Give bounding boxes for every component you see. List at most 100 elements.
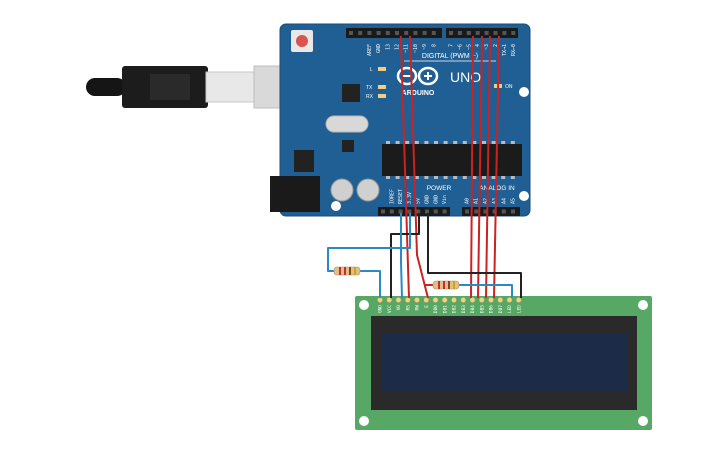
wire-e[interactable] [409, 35, 429, 299]
pin-socket[interactable] [367, 31, 372, 35]
pin-socket[interactable] [381, 209, 385, 214]
lcd-pin-pad[interactable] [451, 297, 457, 303]
wire-db6[interactable] [485, 35, 491, 299]
pin-socket[interactable] [492, 209, 497, 214]
lcd-pin-pad[interactable] [404, 297, 411, 303]
pin-socket[interactable] [457, 31, 462, 35]
resistor-body [432, 280, 460, 290]
power-jack[interactable] [270, 176, 320, 212]
power-header [378, 207, 450, 216]
lcd-pin-pad[interactable] [478, 297, 485, 303]
resistor-2[interactable] [432, 280, 460, 290]
analog-pin-label: A4 [501, 198, 507, 204]
wire-gnd-2[interactable] [427, 213, 522, 298]
chip-pin [424, 176, 429, 179]
digital-pin-label: 4 [475, 44, 481, 47]
chip-pin [510, 176, 515, 179]
lcd-pin-pad[interactable] [441, 297, 448, 303]
digital-pin-label: RX←0 [511, 44, 517, 56]
wire-gnd[interactable] [390, 213, 420, 298]
lcd-pin-pad[interactable] [469, 297, 476, 303]
wire-rs[interactable] [399, 35, 410, 299]
chip-pin [434, 176, 438, 179]
pin-socket[interactable] [358, 31, 363, 35]
lcd-pin-pad[interactable] [414, 297, 420, 303]
pin-socket[interactable] [398, 209, 403, 214]
pin-socket[interactable] [422, 31, 427, 35]
wires[interactable] [327, 35, 522, 299]
lcd-pin-pad[interactable] [432, 297, 439, 303]
pin-socket[interactable] [404, 31, 409, 35]
lcd-pin-pad[interactable] [488, 297, 494, 303]
lcd-pin-pad[interactable] [395, 297, 402, 303]
chip-pin [405, 141, 410, 144]
pin-socket[interactable] [389, 209, 394, 214]
pin-socket[interactable] [511, 209, 515, 214]
lcd-pin-pad[interactable] [515, 297, 522, 303]
resistor-1[interactable] [333, 266, 361, 276]
lcd-pin-pad[interactable] [423, 297, 430, 303]
wire-vcc[interactable] [327, 213, 411, 272]
pin-socket[interactable] [484, 31, 489, 35]
pin-socket[interactable] [395, 31, 399, 35]
pin-socket[interactable] [413, 31, 418, 35]
lcd-pin-label: DB4 [470, 305, 476, 313]
pin-socket[interactable] [449, 31, 453, 35]
usb-cable[interactable] [86, 65, 293, 109]
lcd-pin-label: E [424, 305, 430, 308]
pin-socket[interactable] [416, 209, 421, 214]
wire-v0[interactable] [360, 270, 381, 298]
lcd-pin-label: LED [516, 305, 522, 313]
pin-socket[interactable] [433, 209, 438, 214]
led-tx-icon [378, 85, 386, 89]
chip-pin [462, 141, 467, 144]
chip-pin [482, 176, 486, 179]
pin-socket[interactable] [442, 209, 447, 214]
pin-socket[interactable] [407, 209, 412, 214]
chip-pin [472, 176, 477, 179]
wire-db4[interactable] [470, 35, 474, 299]
lcd-mounting-hole [638, 300, 648, 310]
pin-socket[interactable] [349, 31, 353, 35]
chip-pin [462, 176, 467, 179]
pin-socket[interactable] [376, 31, 381, 35]
digital-pin-label: ~5 [466, 44, 472, 50]
lcd-pin-label: DB0 [433, 305, 439, 313]
lcd-pin-pad[interactable] [377, 297, 383, 303]
led-rx-icon [378, 94, 386, 98]
pin-socket[interactable] [465, 209, 469, 214]
lcd-mounting-hole [359, 416, 369, 426]
pin-socket[interactable] [466, 31, 471, 35]
pin-socket[interactable] [483, 209, 488, 214]
pin-socket[interactable] [501, 209, 506, 214]
pin-socket[interactable] [493, 31, 498, 35]
reset-button[interactable] [296, 35, 308, 47]
pin-socket[interactable] [511, 31, 516, 35]
wire-db7[interactable] [493, 35, 500, 299]
usb-plug-metal [205, 71, 255, 103]
lcd-pin-label: VCC [387, 305, 393, 313]
wire-backlight[interactable] [459, 284, 513, 298]
lcd-pin-pad[interactable] [386, 297, 393, 303]
power-pin-label: RESET [398, 189, 404, 204]
pin-socket[interactable] [385, 31, 390, 35]
pin-socket[interactable] [475, 31, 480, 35]
pin-socket[interactable] [502, 31, 507, 35]
lcd-pin-pad[interactable] [506, 297, 513, 303]
wire-vcc-2[interactable] [400, 213, 403, 299]
lcd-pin-pad[interactable] [497, 297, 504, 303]
wire-db5[interactable] [477, 35, 483, 299]
pin-socket[interactable] [425, 209, 429, 214]
lcd-pin-pad[interactable] [460, 297, 467, 303]
chip-pin [414, 176, 419, 179]
lcd-mounting-hole [638, 416, 648, 426]
pin-socket[interactable] [474, 209, 479, 214]
lcd-pin-label: DB7 [498, 305, 504, 313]
pin-socket[interactable] [431, 31, 436, 35]
digital-header-left [346, 28, 442, 38]
model-label: UNO [450, 69, 481, 85]
